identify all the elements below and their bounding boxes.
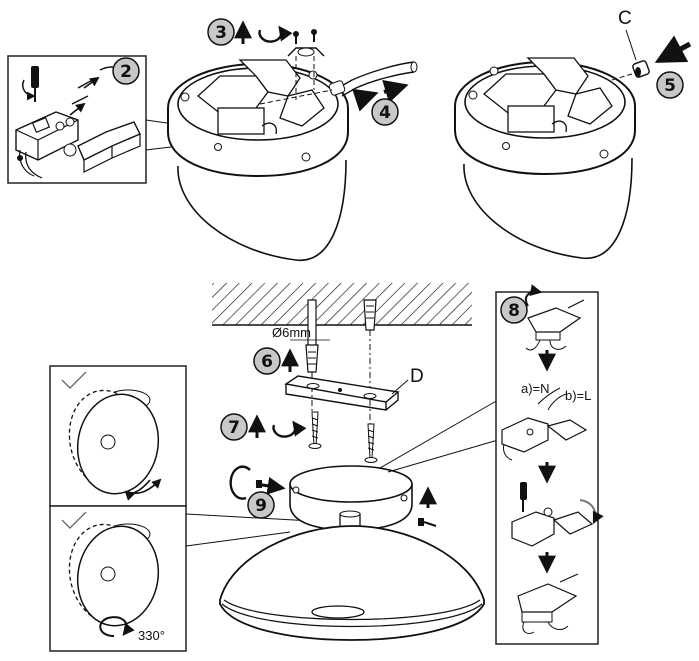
part-d-label: D [410, 366, 424, 387]
step-8-badge: 8 [500, 296, 528, 324]
step-3-badge: 3 [207, 18, 293, 46]
step-8-label: 8 [508, 301, 520, 321]
rotate-clockwise-icon [272, 420, 307, 438]
part-c-label: C [618, 8, 632, 29]
wire-n-label: a)=N [521, 381, 550, 396]
step-6-badge: 6 [253, 347, 299, 375]
fixture-base-left [167, 29, 418, 261]
step-5-label: 5 [664, 76, 676, 96]
step-2-badge: 2 [112, 57, 140, 85]
rotate-clockwise-icon [258, 25, 293, 43]
step-4-label: 4 [379, 103, 391, 123]
screwdriver-icon [22, 66, 39, 102]
step-3-label: 3 [215, 23, 227, 43]
terminal-cover-icon [63, 121, 141, 173]
step-2-label: 2 [120, 62, 132, 82]
terminal-open-icon [501, 417, 588, 461]
head-rotate-illustration [68, 523, 160, 637]
step-5-badge: 5 [656, 71, 684, 99]
step-6-label: 6 [261, 352, 273, 372]
drill-size-label: Ø6mm [272, 325, 311, 340]
mounting-bracket-icon [284, 375, 409, 411]
rotate-icon [99, 616, 135, 637]
power-cable-icon [259, 61, 418, 105]
step-4-badge: 4 [371, 98, 399, 126]
rotation-angle-label: 330° [138, 628, 165, 643]
step-9-label: 9 [255, 496, 267, 516]
terminal-closed-icon [517, 573, 579, 635]
check-icon [61, 511, 87, 529]
step-9-badge: 9 [229, 465, 286, 519]
grommet-icon [611, 29, 650, 81]
terminal-block-icon [15, 111, 79, 179]
ceiling [212, 283, 472, 440]
drill-dimension: Ø6mm [272, 325, 330, 341]
mounting-screws-icon [308, 411, 378, 463]
head-tilt-illustration [68, 389, 162, 501]
wiring-panel [495, 284, 604, 645]
check-icon [61, 371, 87, 389]
wall-plug-icon [305, 344, 319, 412]
step-7-label: 7 [228, 418, 240, 438]
assembled-fixture [219, 399, 499, 641]
connector-top-icon [524, 284, 585, 351]
fixture-base-right [454, 29, 692, 259]
rotation-panel [49, 365, 331, 652]
side-screw-icon [418, 518, 437, 527]
step-7-badge: 7 [220, 413, 307, 441]
rotate-icon [229, 465, 251, 500]
wire-l-label: b)=L [565, 388, 591, 403]
cable-clamp-icon [287, 29, 325, 100]
terminal-screwdriver-icon [511, 482, 604, 547]
